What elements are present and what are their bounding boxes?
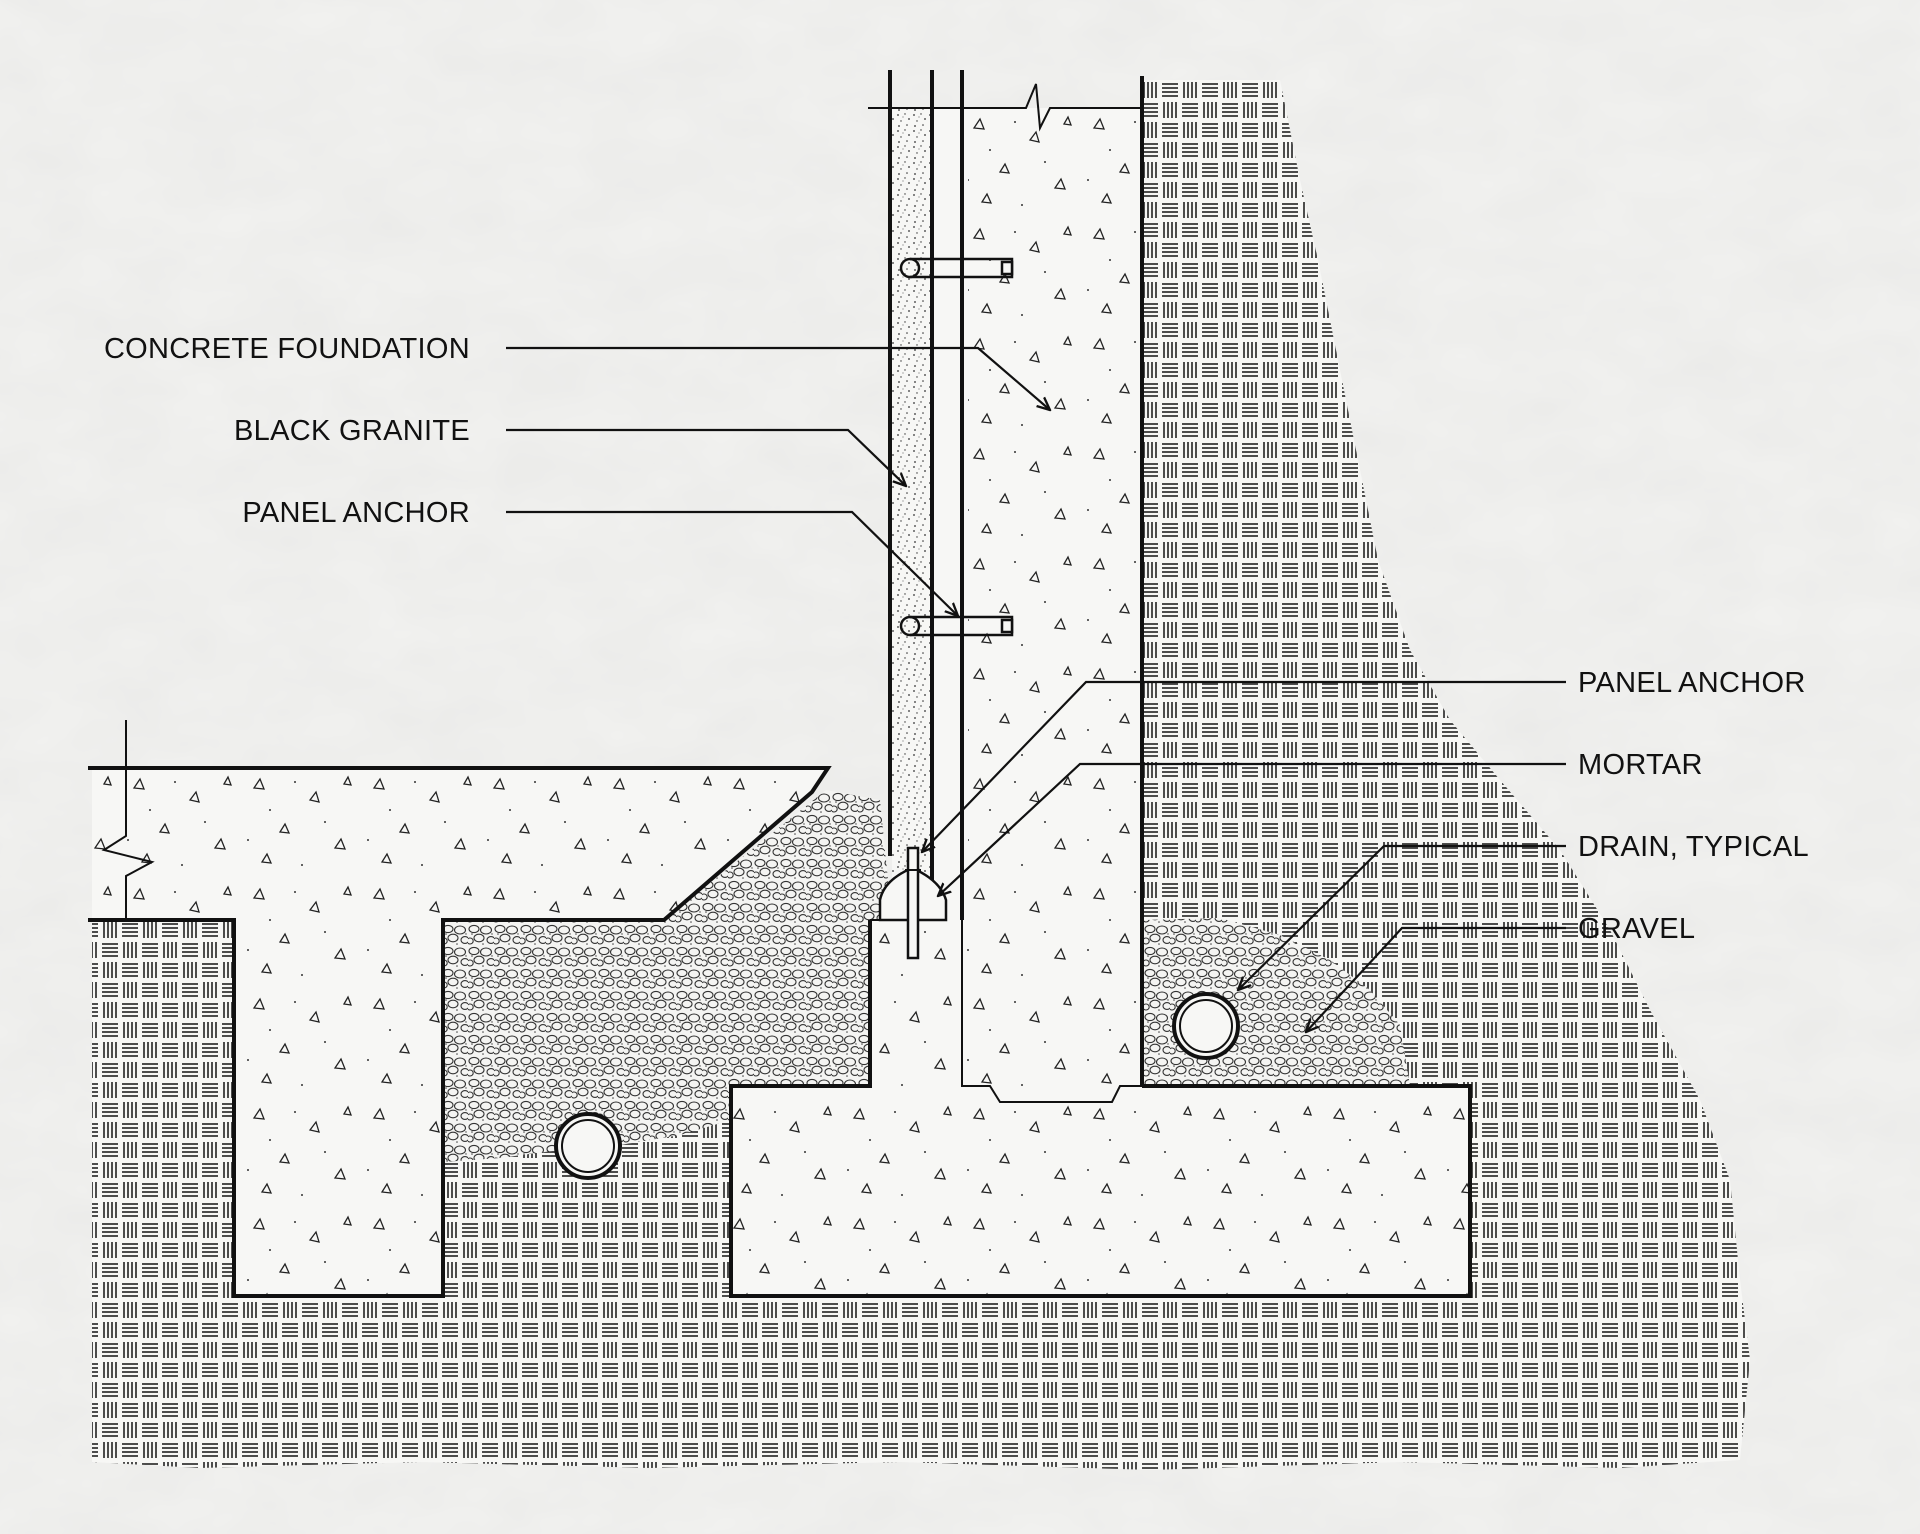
leader-black-granite [506,428,906,486]
base-panel-anchor [905,846,921,960]
footing-keyway [961,920,1142,1103]
base-plinth [870,920,962,1086]
curb-break-line [101,720,155,920]
leader-concrete-foundation [506,346,1050,410]
label-concrete-foundation: CONCRETE FOUNDATION [104,333,470,365]
drain-pipe-left [554,1112,622,1180]
granite-panel [892,108,932,920]
label-gravel: GRAVEL [1578,913,1695,945]
gravel-left [443,790,892,1162]
drain-pipe-right [1172,992,1240,1060]
panel-anchor-lower [899,615,1014,637]
leader-mortar [938,762,1566,896]
label-black-granite: BLACK GRANITE [234,415,470,447]
label-panel-anchor-right: PANEL ANCHOR [1578,667,1806,699]
curb-slab [92,768,826,1296]
leader-panel-anchor-right [922,680,1566,852]
panel-anchor-upper [899,257,1014,279]
foundation-wall [962,108,1142,1102]
footing-outline [729,920,1472,1298]
label-mortar: MORTAR [1578,749,1703,781]
footing [731,1086,1470,1296]
label-panel-anchor-left: PANEL ANCHOR [242,497,470,529]
leader-panel-anchor-left [506,510,958,616]
label-drain: DRAIN, TYPICAL [1578,831,1809,863]
curb-outline [88,766,832,1298]
leader-drain [1238,844,1566,990]
wall-outlines [868,70,1144,1086]
leader-gravel [1306,926,1566,1032]
